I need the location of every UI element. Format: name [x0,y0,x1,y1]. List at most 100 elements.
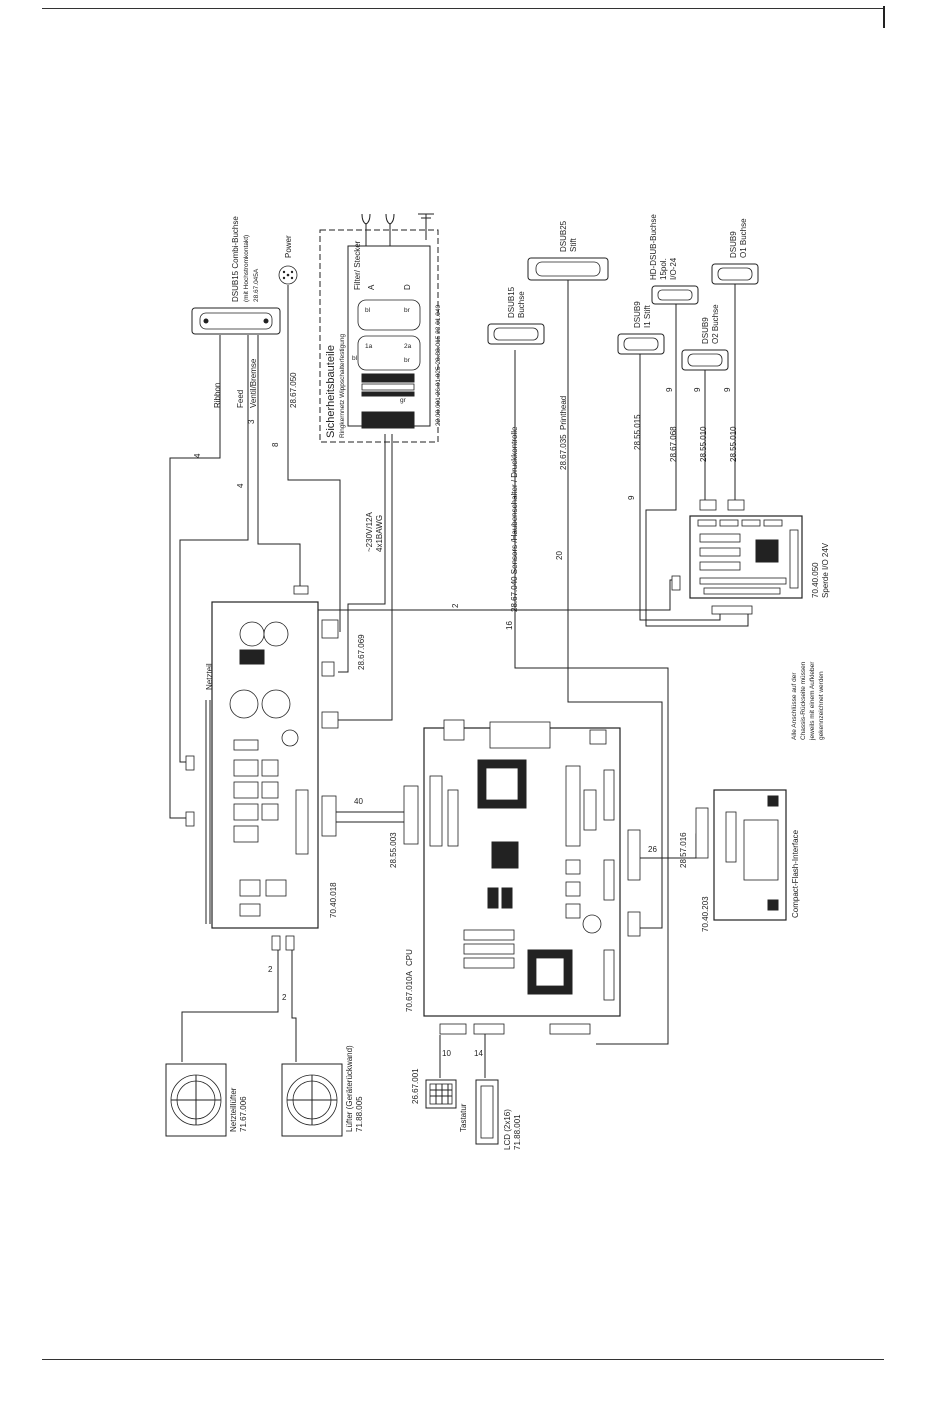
keypad-name: Tastatur [459,1103,468,1132]
hd-dsub-sub1: 15pol. [659,258,668,280]
safety-codes: 22.08.001 26.01.025 28.88.015 23.01.040 [435,305,442,426]
wire-fan1 [181,950,279,1062]
hd-dsub: HD-DSUB-Buchse 15pol. I/O-24 [649,214,699,305]
dsub9-o2-sub: O2 Buchse [711,304,720,344]
wf2-label: 2 [282,993,287,1002]
wl-label: 14 [474,1049,483,1058]
psu-board: Netzteil 70.40.018 [185,585,339,951]
io-board: 70.40.050 Sperde I/O 24V [671,499,830,615]
hd-dsub-title: HD-DSUB-Buchse [649,214,658,280]
psu-part: 70.40.018 [329,882,338,918]
w9d-label: 9 [723,387,732,392]
top-rule [42,8,884,9]
safety-1a: 1a [365,343,373,350]
fan2-name: Lüfter (Geräterückwand) [345,1045,354,1132]
ribbon-label: Ribbon [213,383,222,408]
wire-fan2 [291,950,297,1062]
note-line1: Alle Anschlüsse auf der [791,672,798,740]
wire-power [287,285,341,632]
dsub9-o1: DSUB9 O1 Buchse [711,218,759,285]
wire-mains-b [338,434,393,721]
w9a-label: 9 [627,495,636,500]
safety-gr: gr [400,397,407,404]
fan1-name: Netzteillüfter [229,1087,238,1132]
safety-pin-a: A [367,284,376,290]
mains2-label: 4x1BAWG [375,515,384,552]
fan-2: Lüfter (Geräterückwand) 71.88.005 [281,1045,364,1137]
cpu-part: 70.67.010A [405,970,414,1012]
safety-box: Sicherheitsbauteile Ringkernnetz Wippsch… [319,213,442,670]
wk-label: 10 [442,1049,451,1058]
bottom-rule [42,1359,884,1360]
dsub9-o2-title: DSUB9 [701,317,710,344]
safety-bl1: bl [365,307,371,314]
w2-label: 2 [451,603,460,608]
dsub15-title: DSUB15 [507,286,516,318]
wire-ribbon [169,335,221,819]
w28-55-010b-label: 28.55.010 [729,426,738,462]
feed-label: Feed [236,390,245,408]
safety-title: Sicherheitsbauteile [325,345,337,438]
w20-label: 20 [555,551,564,560]
w40-label: 40 [354,797,363,806]
safety-sub: Ringkernnetz Wippschalterfestigung [339,334,346,438]
dsub15: DSUB15 Buchse [487,286,545,345]
safety-2a: 2a [404,343,412,350]
dsub15-sub: Buchse [517,291,526,318]
dsub15-combi-sub: (mit Hochstromkontakt) [243,235,250,302]
w16-label: 16 [505,621,514,630]
wire-printhead [567,280,663,929]
cf-name: Compact-Flash-Interface [791,829,800,918]
w9b-label: 9 [665,387,674,392]
wires [169,280,749,1078]
w28-67-069-label: 28.67.069 [357,634,366,670]
w3-label: 3 [247,419,256,424]
note-line2: Chassis-Rückseite müssen [800,661,807,740]
w9c-label: 9 [693,387,702,392]
io-name: Sperde I/O 24V [821,542,830,598]
top-right-marker [883,6,885,28]
keypad: 26.67.001 Tastatur 10 [411,1049,468,1132]
safety-pin-d: D [403,284,412,290]
wire-hd [645,300,749,627]
power-connector: Power [278,235,298,285]
dsub15-combi-title: DSUB15 Combi-Buchse [231,216,240,302]
printhead-code-label: 28.67.035 [559,434,568,470]
note-line4: gekennzeichnet werden [818,671,825,740]
safety-filter: Filter/ Stecker [353,240,362,290]
cf-part: 70.40.203 [701,896,710,932]
keypad-part: 26.67.001 [411,1068,420,1104]
sensors-label: 28.67.040 Sensors /Haubenschalter / Druc… [510,426,519,612]
w4a-label: 4 [193,453,202,458]
dsub15-combi: DSUB15 Combi-Buchse (mit Hochstromkontak… [191,216,281,335]
fan1-part: 71.67.006 [239,1096,248,1132]
w28-67-050-label: 28.67.050 [289,372,298,408]
hd-dsub-sub2: I/O-24 [669,257,678,280]
safety-bl2: bl [352,355,358,362]
w8-label: 8 [271,442,280,447]
printhead-label: Printhead [559,396,568,430]
lcd-part: 71.88.001 [513,1114,522,1150]
cpu-board: CPU 70.67.010A [403,719,641,1035]
wire-psu-io [318,579,680,611]
dsub15-combi-part: 28.67.045A [253,268,260,302]
dsub9-i1-title: DSUB9 [633,301,642,328]
cf-board: 70.40.203 Compact-Flash-Interface [695,789,800,932]
w28-57-016-label: 28.57.016 [679,832,688,868]
ventil-label: Ventil/Bremse [249,358,258,408]
psu-name: Netzteil [205,663,214,690]
io-part: 70.40.050 [811,562,820,598]
wf1-label: 2 [268,965,273,974]
power-label: Power [284,235,293,258]
mains-label: ~230V/12A [365,512,374,552]
safety-br1: br [404,307,411,314]
fan2-part: 71.88.005 [355,1096,364,1132]
dsub9-o1-title: DSUB9 [729,231,738,258]
note: Alle Anschlüsse auf der Chassis-Rückseit… [791,661,825,741]
wire-mains [338,434,386,673]
note-line3: jeweils mit einem Aufkleber [809,661,816,741]
dsub9-i1: DSUB9 I1 Stift [617,301,665,355]
dsub9-o1-sub: O1 Buchse [739,218,748,258]
